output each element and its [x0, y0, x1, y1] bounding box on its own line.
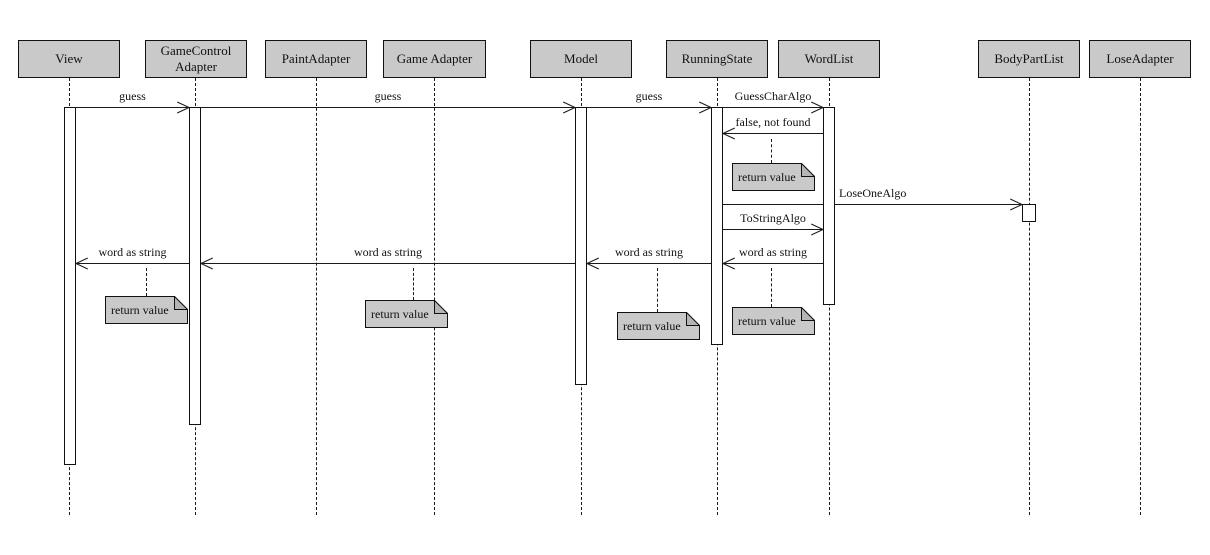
note-connector-2 [146, 268, 147, 296]
message-label-loseonealgo: LoseOneAlgo [839, 186, 907, 200]
message-label-word-as-string-4: word as string [98, 245, 167, 259]
lifeline-head-view: View [18, 40, 120, 78]
activation-bar-gamecontrol-adapter [189, 107, 201, 425]
message-line-word-as-string-3 [201, 263, 575, 264]
lifeline-head-label: Game Adapter [396, 51, 473, 66]
lifeline-head-label: BodyPartList [994, 51, 1064, 66]
message-line-guess-2 [201, 107, 575, 108]
message-line-tostringalgo [723, 229, 823, 230]
arrowhead-right [1010, 198, 1023, 211]
note-connector-3 [413, 268, 414, 300]
note-return-value-1: return value [732, 163, 815, 191]
message-label-word-as-string-3: word as string [354, 245, 422, 259]
note-return-value-2: return value [105, 296, 188, 324]
lifeline-head-label-line2: Adapter [175, 59, 217, 74]
note-body [732, 163, 815, 191]
activation-bar-wordlist [823, 107, 835, 305]
message-label-false-not-found: false, not found [735, 115, 811, 129]
message-label-guess-1: guess [119, 89, 146, 103]
message-line-false-not-found [723, 133, 823, 134]
lifeline-head-bodypartlist: BodyPartList [978, 40, 1080, 78]
message-line-guess-3 [587, 107, 711, 108]
note-label: return value [371, 307, 429, 321]
lifeline-head-paintadapter: PaintAdapter [265, 40, 367, 78]
note-return-value-3: return value [365, 300, 448, 328]
note-return-value-4: return value [617, 312, 700, 340]
note-fold [434, 300, 448, 314]
lifeline-head-label: LoseAdapter [1106, 51, 1174, 66]
message-label-guess-3: guess [635, 89, 663, 103]
activation-bar-runningstate [711, 107, 723, 345]
note-body [365, 300, 448, 328]
lifeline-head-runningstate: RunningState [666, 40, 768, 78]
lifeline-game-adapter [434, 78, 435, 515]
lifeline-head-label: Model [564, 51, 598, 66]
lifeline-head-loseadapter: LoseAdapter [1089, 40, 1191, 78]
lifeline-bodypartlist [1029, 78, 1030, 515]
note-return-value-5: return value [732, 307, 815, 335]
note-body [732, 307, 815, 335]
note-label: return value [623, 319, 681, 333]
lifeline-head-label: WordList [804, 51, 854, 66]
message-line-word-as-string-1 [723, 263, 823, 264]
lifeline-head-label: PaintAdapter [281, 51, 351, 66]
note-body [105, 296, 188, 324]
note-connector-5 [771, 268, 772, 307]
note-connector-4 [657, 268, 658, 312]
lifeline-head-wordlist: WordList [778, 40, 880, 78]
message-label-word-as-string-1: word as string [739, 245, 807, 259]
lifeline-loseadapter [1140, 78, 1141, 515]
note-label: return value [738, 170, 796, 184]
activation-bar-view [64, 107, 76, 465]
message-line-loseonealgo [723, 204, 1022, 205]
lifeline-paintadapter [316, 78, 317, 515]
message-line-word-as-string-2 [587, 263, 711, 264]
lifeline-head-label: View [55, 51, 83, 66]
lifeline-head-label: RunningState [681, 51, 753, 66]
note-fold [801, 163, 815, 177]
note-body [617, 312, 700, 340]
note-fold [174, 296, 188, 310]
note-label: return value [111, 303, 169, 317]
activation-bar-model [575, 107, 587, 385]
message-label-guess-2: guess [374, 89, 402, 103]
message-label-tostringalgo: ToStringAlgo [740, 211, 806, 225]
lifeline-head-label-line1: GameControl [160, 43, 232, 58]
note-label: return value [738, 314, 796, 328]
message-line-guess-1 [76, 107, 189, 108]
message-label-guesscharalgo: GuessCharAlgo [734, 89, 812, 103]
note-fold [686, 312, 700, 326]
lifeline-head-model: Model [530, 40, 632, 78]
note-connector-1 [771, 139, 772, 163]
message-label-word-as-string-2: word as string [615, 245, 683, 259]
note-fold [801, 307, 815, 321]
lifeline-head-gamecontrol-adapter: GameControl Adapter [145, 40, 247, 78]
message-line-guesscharalgo [723, 107, 823, 108]
message-line-word-as-string-4 [76, 263, 189, 264]
activation-box-bodypartlist [1022, 204, 1036, 222]
lifeline-head-game-adapter: Game Adapter [383, 40, 486, 78]
